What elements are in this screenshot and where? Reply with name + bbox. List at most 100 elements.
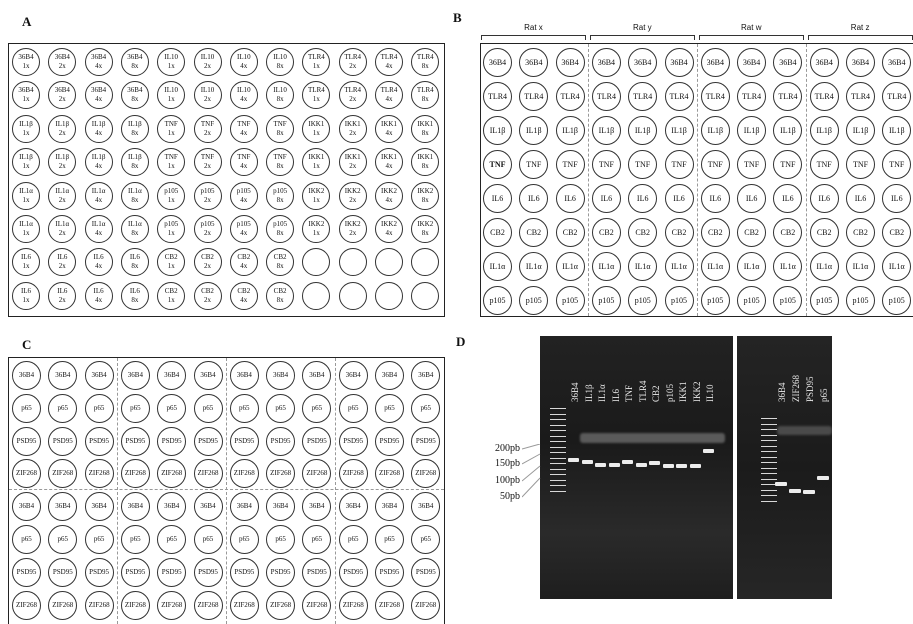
well-gene-label: 36B4 [273, 502, 288, 511]
half-separator [9, 489, 444, 490]
well-gene-label: TNF [237, 153, 250, 162]
group-separator [697, 44, 698, 316]
plate-well: 36B4 [157, 361, 186, 390]
well-gene-label: TLR4 [597, 92, 616, 101]
ladder-band [761, 473, 777, 474]
well-dilution-label: 2x [349, 95, 356, 104]
well-gene-label: IL6 [855, 194, 867, 203]
plate-well: 36B4 [85, 361, 114, 390]
plate-well: p65 [266, 525, 295, 554]
well-dilution-label: 2x [204, 262, 211, 271]
well-gene-label: 36B4 [346, 371, 361, 380]
well-gene-label: p65 [275, 535, 286, 544]
well-gene-label: TLR4 [381, 86, 398, 95]
well-gene-label: PSD95 [271, 568, 291, 577]
well-gene-label: CB2 [817, 228, 832, 237]
well-dilution-label: 4x [95, 62, 102, 71]
well-gene-label: p105 [598, 296, 614, 305]
well-gene-label: TLR4 [308, 86, 325, 95]
gel-lane-label: 36B4 [777, 382, 787, 402]
plate-well: IKK22x [339, 215, 367, 243]
plate-well: 36B4 [339, 361, 368, 390]
well-dilution-label: 2x [59, 296, 66, 305]
well-gene-label: 36B4 [852, 58, 869, 67]
plate-well: IL1α [701, 252, 730, 281]
gel-lane-label: p65 [819, 389, 829, 403]
well-gene-label: PSD95 [198, 568, 218, 577]
plate-well: IL1β [810, 116, 839, 145]
well-gene-label: TNF [708, 160, 723, 169]
well-dilution-label: 1x [313, 196, 320, 205]
well-gene-label: TLR4 [524, 92, 543, 101]
well-gene-label: p105 [490, 296, 506, 305]
well-gene-label: ZIF268 [52, 601, 73, 610]
well-gene-label: 36B4 [779, 58, 796, 67]
well-gene-label: IL1β [55, 153, 69, 162]
well-gene-label: CB2 [274, 253, 287, 262]
well-gene-label: IL1β [55, 120, 69, 129]
well-gene-label: PSD95 [343, 437, 363, 446]
well-gene-label: ZIF268 [52, 469, 73, 478]
well-gene-label: 36B4 [237, 371, 252, 380]
gel-band [568, 458, 579, 462]
ladder-band [761, 479, 777, 480]
well-gene-label: ZIF268 [198, 601, 219, 610]
plate-well: IL1α [846, 252, 875, 281]
well-gene-label: 36B4 [418, 502, 433, 511]
plate-well: 36B44x [85, 81, 113, 109]
plate-well: TLR4 [592, 82, 621, 111]
ladder-band [550, 414, 566, 415]
ladder-band [761, 501, 777, 502]
well-gene-label: p65 [203, 404, 214, 413]
plate-well: p65 [230, 525, 259, 554]
well-dilution-label: 2x [349, 62, 356, 71]
plate-well: 36B4 [85, 492, 114, 521]
plate-well: IL1α [810, 252, 839, 281]
plate-well: IL61x [12, 282, 40, 310]
plate-well: 36B4 [12, 361, 41, 390]
plate-well: p105 [810, 286, 839, 315]
well-gene-label: TNF [817, 160, 832, 169]
plate-well: TLR44x [375, 48, 403, 76]
well-gene-label: PSD95 [416, 437, 436, 446]
gel-lane-label: PSD95 [805, 376, 815, 402]
ladder-band [761, 429, 777, 430]
plate-well: IL6 [556, 184, 585, 213]
well-dilution-label: 2x [204, 162, 211, 171]
well-gene-label: IL6 [601, 194, 613, 203]
plate-well: IL1α [592, 252, 621, 281]
well-gene-label: 36B4 [127, 53, 142, 62]
plate-well: IKK24x [375, 215, 403, 243]
well-dilution-label: 4x [386, 162, 393, 171]
plate-well: ZIF268 [230, 591, 259, 620]
well-gene-label: CB2 [853, 228, 868, 237]
rat-label: Rat w [699, 23, 804, 32]
well-gene-label: IL6 [891, 194, 903, 203]
well-dilution-label: 4x [240, 129, 247, 138]
well-gene-label: PSD95 [198, 437, 218, 446]
plate-well: IL6 [846, 184, 875, 213]
well-gene-label: TNF [273, 120, 286, 129]
well-gene-label: ZIF268 [415, 469, 436, 478]
group-separator [588, 44, 589, 316]
plate-well: p1058x [266, 182, 294, 210]
well-gene-label: IKK2 [381, 220, 397, 229]
plate-well: TLR4 [810, 82, 839, 111]
well-gene-label: p65 [21, 535, 32, 544]
plate-well: PSD95 [339, 427, 368, 456]
plate-well: p105 [592, 286, 621, 315]
well-gene-label: TLR4 [488, 92, 507, 101]
ladder-band [761, 468, 777, 469]
well-gene-label: PSD95 [416, 568, 436, 577]
plate-well: TNF [737, 150, 766, 179]
well-gene-label: PSD95 [307, 568, 327, 577]
well-dilution-label: 8x [131, 296, 138, 305]
well-gene-label: IL6 [21, 287, 31, 296]
plate-well: IL1β2x [48, 115, 76, 143]
well-gene-label: IL10 [201, 53, 215, 62]
well-gene-label: CB2 [744, 228, 759, 237]
well-dilution-label: 2x [349, 129, 356, 138]
well-gene-label: PSD95 [162, 568, 182, 577]
